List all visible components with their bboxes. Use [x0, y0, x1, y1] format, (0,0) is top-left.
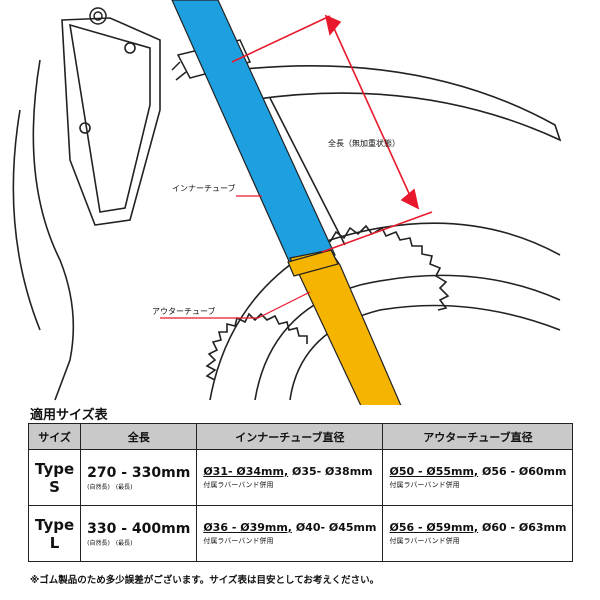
- length-value: 270 - 330mm: [87, 464, 191, 481]
- number-plate: [12, 17, 161, 401]
- inner-diameter-note: 付属ラバーバンド併用: [203, 481, 274, 489]
- outer-tube-ring: [287, 249, 339, 277]
- inner-diameter-a: Ø36 - Ø39mm,: [203, 521, 292, 534]
- overall-length-dimension: [231, 14, 433, 253]
- inner-diameter-note: 付属ラバーバンド併用: [203, 537, 274, 545]
- outer-diameter-note: 付属ラバーバンド併用: [389, 537, 460, 545]
- size-table: サイズ 全長 インナーチューブ直径 アウターチューブ直径 Type S 270 …: [27, 423, 574, 562]
- fork-diagram: 全長（無加重状態） インナーチューブ アウターチューブ: [12, 0, 562, 405]
- inner-diameter-cell: Ø36 - Ø39mm, Ø40- Ø45mm 付属ラバーバンド併用: [196, 505, 384, 562]
- header-size: サイズ: [27, 423, 82, 450]
- header-outer-diameter: アウターチューブ直径: [382, 423, 574, 450]
- inner-diameter-b: Ø40- Ø45mm: [295, 521, 377, 534]
- table-header-row: サイズ 全長 インナーチューブ直径 アウターチューブ直径: [27, 423, 574, 450]
- header-inner-diameter: インナーチューブ直径: [196, 423, 384, 450]
- length-sub: (自然長) (最長): [87, 482, 190, 491]
- inner-diameter-a: Ø31- Ø34mm,: [203, 465, 289, 478]
- outer-tube-leader: [160, 291, 311, 319]
- inner-diameter-values: Ø31- Ø34mm, Ø35- Ø38mm: [203, 465, 376, 478]
- inner-tube: [171, 0, 336, 269]
- table-row: Type S 270 - 330mm (自然長) (最長) Ø31- Ø34mm,…: [27, 449, 574, 506]
- outer-tube-label: アウターチューブ: [152, 306, 216, 316]
- length-cell: 330 - 400mm (自然長) (最長): [80, 505, 198, 562]
- outer-diameter-cell: Ø50 - Ø55mm, Ø56 - Ø60mm 付属ラバーバンド併用: [382, 449, 574, 506]
- inner-diameter-values: Ø36 - Ø39mm, Ø40- Ø45mm: [203, 521, 376, 534]
- inner-diameter-b: Ø35- Ø38mm: [292, 465, 373, 478]
- length-sub-natural: (自然長): [87, 483, 110, 491]
- type-cell: Type S: [27, 449, 82, 506]
- outer-diameter-b: Ø56 - Ø60mm: [481, 465, 567, 478]
- outer-diameter-b: Ø60 - Ø63mm: [481, 521, 567, 534]
- table-row: Type L 330 - 400mm (自然長) (最長) Ø36 - Ø39mm…: [27, 505, 574, 562]
- header-length: 全長: [80, 423, 198, 450]
- footnote: ※ゴム製品のため多少誤差がございます。サイズ表は目安としてお考えください。: [30, 575, 380, 586]
- outer-diameter-a: Ø56 - Ø59mm,: [389, 521, 479, 534]
- type-cell: Type L: [27, 505, 82, 562]
- overall-length-label: 全長（無加重状態）: [328, 138, 400, 148]
- inner-diameter-cell: Ø31- Ø34mm, Ø35- Ø38mm 付属ラバーバンド併用: [196, 449, 384, 506]
- length-sub-max: (最長): [115, 539, 133, 547]
- length-value: 330 - 400mm: [87, 520, 191, 537]
- length-sub-natural: (自然長): [87, 539, 110, 547]
- inner-tube-label: インナーチューブ: [172, 183, 236, 193]
- outer-tube: [289, 249, 402, 405]
- length-sub: (自然長) (最長): [87, 538, 190, 547]
- length-cell: 270 - 330mm (自然長) (最長): [80, 449, 198, 506]
- outer-diameter-values: Ø56 - Ø59mm, Ø60 - Ø63mm: [389, 521, 566, 534]
- outer-diameter-cell: Ø56 - Ø59mm, Ø60 - Ø63mm 付属ラバーバンド併用: [382, 505, 574, 562]
- outer-diameter-note: 付属ラバーバンド併用: [389, 481, 460, 489]
- outer-diameter-a: Ø50 - Ø55mm,: [389, 465, 479, 478]
- outer-diameter-values: Ø50 - Ø55mm, Ø56 - Ø60mm: [389, 465, 566, 478]
- length-sub-max: (最長): [115, 483, 133, 491]
- table-title: 適用サイズ表: [30, 408, 108, 423]
